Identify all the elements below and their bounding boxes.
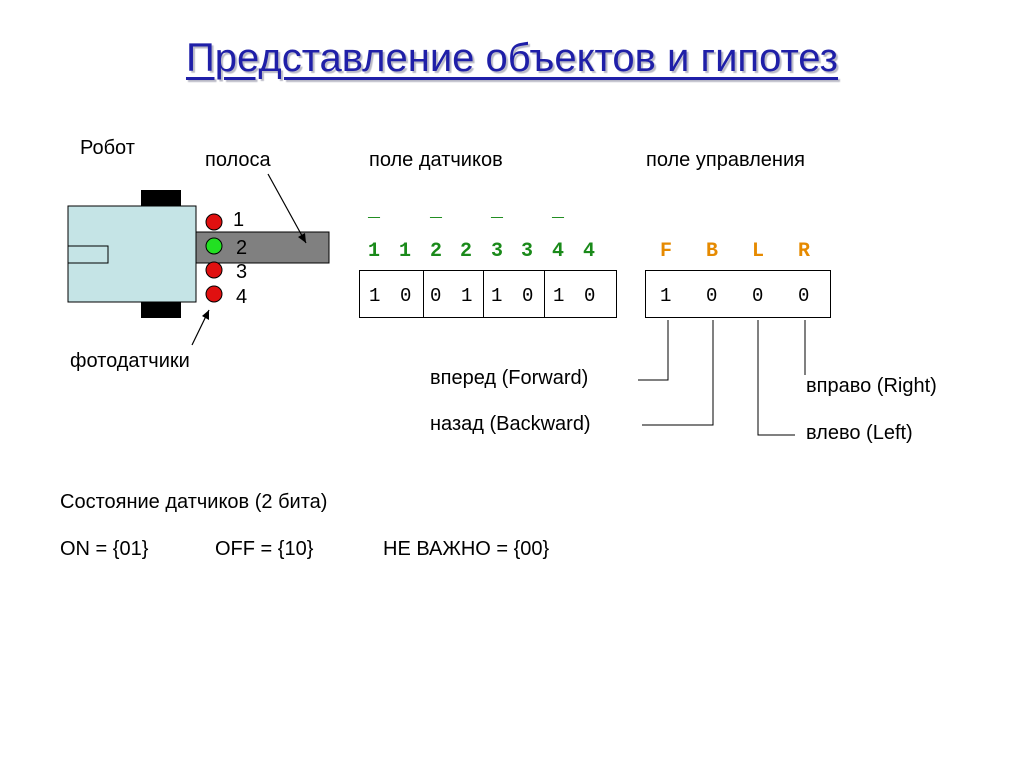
control-header-l: L	[752, 240, 765, 263]
sensor-cell-1: 1 0	[359, 270, 424, 318]
sensor-cell-4: 1 0	[544, 270, 617, 318]
sensor-bit: 0	[400, 285, 412, 307]
bar-mark-2: _	[430, 200, 443, 223]
sensor-number-4: 4	[236, 286, 248, 308]
control-field-label: поле управления	[646, 149, 805, 171]
robot-label: Робот	[80, 137, 135, 159]
sensor-1	[205, 213, 223, 231]
sensor-bit: 1	[461, 285, 473, 307]
page-title: Представление объектов и гипотез	[185, 36, 839, 80]
control-bit-r: 0	[798, 285, 810, 307]
left-callout	[757, 320, 795, 436]
robot-wheel-bottom	[141, 302, 181, 318]
sensor-bit: 0	[430, 285, 442, 307]
sensor-header-4: 2	[460, 240, 473, 263]
sensor-4	[205, 285, 223, 303]
sensor-2	[205, 237, 223, 255]
backward-callout	[642, 320, 714, 426]
state-caption: Состояние датчиков (2 бита)	[60, 491, 328, 513]
sensor-header-8: 4	[583, 240, 596, 263]
sensor-header-2: 1	[399, 240, 412, 263]
sensors-label: фотодатчики	[70, 350, 190, 372]
control-header-f: F	[660, 240, 673, 263]
left-label: влево (Left)	[806, 422, 913, 444]
right-label: вправо (Right)	[806, 375, 937, 397]
control-bit-l: 0	[752, 285, 764, 307]
forward-callout	[638, 320, 669, 381]
encoding-dont-care: НЕ ВАЖНО = {00}	[383, 538, 550, 560]
sensor-bit: 0	[522, 285, 534, 307]
sensor-field-label: поле датчиков	[369, 149, 503, 171]
bar-mark-1: _	[368, 200, 381, 223]
sensor-bit: 1	[553, 285, 565, 307]
backward-label: назад (Backward)	[430, 413, 591, 435]
sensor-3	[205, 261, 223, 279]
control-bit-b: 0	[706, 285, 718, 307]
sensor-bit: 1	[369, 285, 381, 307]
sensor-header-5: 3	[491, 240, 504, 263]
bar-mark-4: _	[552, 200, 565, 223]
sensor-header-6: 3	[521, 240, 534, 263]
sensor-bit: 0	[584, 285, 596, 307]
sensor-cell-3: 1 0	[483, 270, 545, 318]
strip-arrow	[267, 173, 307, 244]
robot-wheel-top	[141, 190, 181, 206]
strip-label: полоса	[205, 149, 271, 171]
strip-arrowhead	[298, 233, 306, 243]
bar-mark-3: _	[491, 200, 504, 223]
sensor-header-7: 4	[552, 240, 565, 263]
robot-nose	[67, 245, 109, 264]
sensor-header-1: 1	[368, 240, 381, 263]
control-header-b: B	[706, 240, 719, 263]
sensor-header-3: 2	[430, 240, 443, 263]
sensor-number-3: 3	[236, 261, 248, 283]
forward-label: вперед (Forward)	[430, 367, 589, 389]
control-cell: 1 0 0 0	[645, 270, 831, 318]
sensor-number-1: 1	[233, 209, 245, 231]
sensor-bit: 1	[491, 285, 503, 307]
control-bit-f: 1	[660, 285, 672, 307]
control-header-r: R	[798, 240, 811, 263]
strip	[181, 231, 330, 264]
sensor-cell-2: 0 1	[423, 270, 484, 318]
sensors-arrowhead	[202, 310, 209, 320]
encoding-off: OFF = {10}	[215, 538, 314, 560]
sensor-number-2: 2	[236, 237, 248, 259]
encoding-on: ON = {01}	[60, 538, 149, 560]
